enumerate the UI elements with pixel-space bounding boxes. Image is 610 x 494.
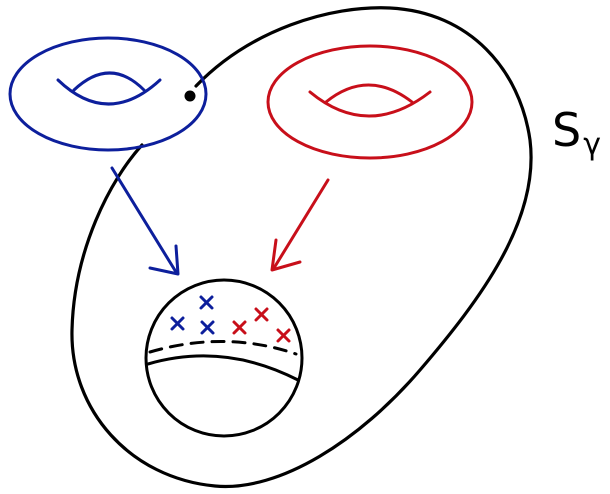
red-torus-hole-upper <box>326 85 412 102</box>
surface-label-main: S <box>552 103 581 157</box>
red-cross-marker <box>234 322 245 333</box>
blue-torus-hole-lower <box>58 80 160 104</box>
red-cross-marker <box>278 330 289 341</box>
sphere <box>146 280 302 436</box>
blue-torus-outer <box>10 38 206 150</box>
blue-torus-hole-upper <box>74 73 144 90</box>
blue-arrow <box>112 168 178 274</box>
surface-label: Sγ <box>552 100 610 170</box>
surface-label-subscript: γ <box>583 127 601 162</box>
blue-cross-marker <box>201 297 212 308</box>
red-torus-hole-lower <box>310 92 430 116</box>
blue-cross-marker <box>172 318 183 329</box>
sphere-equator-front <box>148 356 298 380</box>
red-markers <box>234 309 289 341</box>
blue-cross-marker <box>202 322 213 333</box>
red-arrow <box>272 180 328 270</box>
red-cross-marker <box>256 309 267 320</box>
red-torus-outer <box>268 46 472 158</box>
blue-torus <box>10 38 206 150</box>
sphere-equator-back <box>150 341 296 354</box>
attach-point <box>185 91 196 102</box>
blue-markers <box>172 297 213 333</box>
red-torus <box>268 46 472 158</box>
